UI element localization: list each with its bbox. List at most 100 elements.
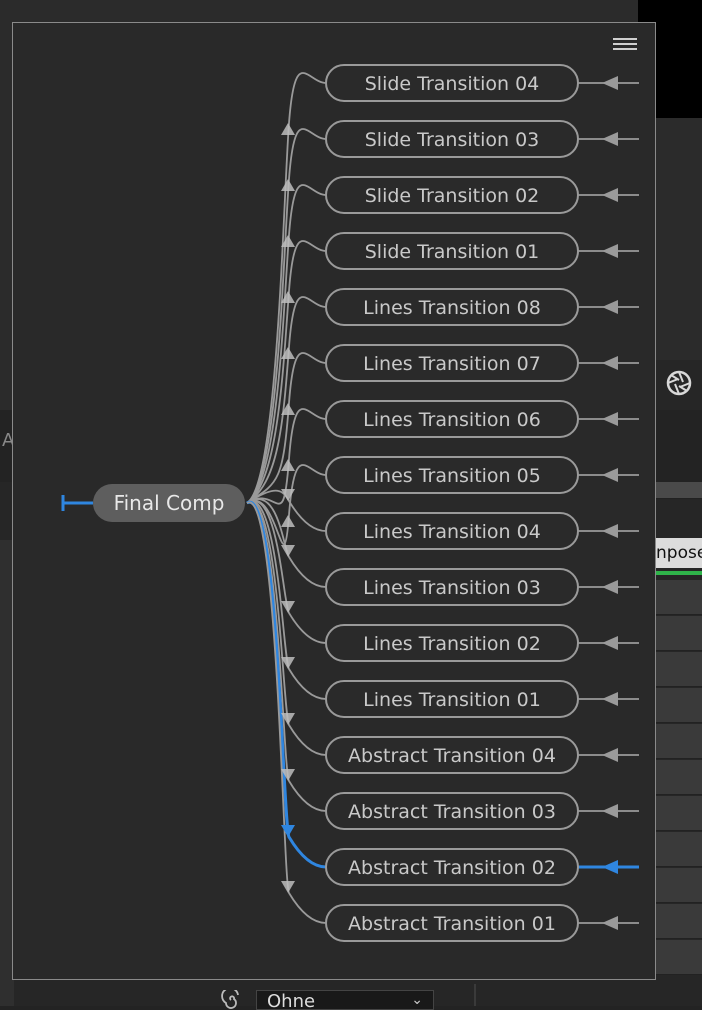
- root-node-label: Final Comp: [114, 491, 225, 515]
- flowchart-node[interactable]: Lines Transition 07: [325, 344, 579, 382]
- arrow-left-icon: [602, 580, 618, 594]
- node-outline: [325, 64, 579, 102]
- arrow-left-icon: [602, 300, 618, 314]
- arrow-left-icon: [602, 748, 618, 762]
- flowchart-node[interactable]: Abstract Transition 02: [325, 848, 579, 886]
- hamburger-menu-icon[interactable]: [611, 35, 639, 55]
- arrow-left-icon: [602, 524, 618, 538]
- edge-arrowhead: [281, 489, 295, 501]
- flowchart-node[interactable]: Abstract Transition 03: [325, 792, 579, 830]
- flowchart-canvas: Slide Transition 04 Slide Transition 03 Sl…: [61, 64, 639, 942]
- flowchart-edge: [246, 489, 327, 532]
- node-label: Lines Transition 07: [363, 353, 541, 375]
- arrow-left-icon: [602, 244, 618, 258]
- node-outline: [325, 120, 579, 158]
- flowchart-node[interactable]: Lines Transition 08: [325, 288, 579, 326]
- edge-arrowhead: [281, 881, 295, 893]
- arrow-left-icon: [602, 916, 618, 930]
- node-label: Slide Transition 02: [365, 185, 540, 207]
- arrow-left-icon: [602, 76, 618, 90]
- node-outline: [325, 232, 579, 270]
- node-label: Abstract Transition 01: [348, 913, 556, 935]
- node-outline: [325, 848, 579, 886]
- flowchart-node[interactable]: Slide Transition 03: [325, 120, 579, 158]
- node-outline: [325, 624, 579, 662]
- node-outline: [325, 792, 579, 830]
- blend-mode-value: Ohne: [267, 991, 316, 1010]
- arrow-left-icon: [602, 132, 618, 146]
- node-outline: [325, 736, 579, 774]
- spiral-icon[interactable]: [218, 990, 244, 1010]
- node-label: Abstract Transition 02: [348, 857, 556, 879]
- edge-arrowhead: [281, 657, 295, 669]
- arrow-left-icon: [602, 468, 618, 482]
- flowchart-node[interactable]: Lines Transition 05: [325, 456, 579, 494]
- node-label: Lines Transition 05: [363, 465, 541, 487]
- node-label: Lines Transition 06: [363, 409, 541, 431]
- node-label: Lines Transition 01: [363, 689, 541, 711]
- divider: [474, 984, 476, 1006]
- flowchart-node[interactable]: Slide Transition 02: [325, 176, 579, 214]
- node-outline: [325, 288, 579, 326]
- node-label: Slide Transition 04: [365, 73, 540, 95]
- flowchart-node[interactable]: Abstract Transition 04: [325, 736, 579, 774]
- chevron-down-icon: ⌄: [411, 992, 423, 1008]
- edge-arrowhead: [281, 291, 295, 303]
- edge-arrowhead: [281, 515, 295, 527]
- composition-tab[interactable]: npose: [652, 538, 702, 568]
- flowchart-edge: [246, 501, 327, 924]
- node-outline: [325, 512, 579, 550]
- arrow-left-icon: [602, 692, 618, 706]
- flowchart-edge: [246, 240, 327, 504]
- node-label: Lines Transition 03: [363, 577, 541, 599]
- flowchart-node[interactable]: Lines Transition 06: [325, 400, 579, 438]
- edge-arrowhead: [281, 601, 295, 613]
- shutter-icon[interactable]: [664, 368, 694, 398]
- node-outline: [325, 400, 579, 438]
- flowchart-node[interactable]: Lines Transition 03: [325, 568, 579, 606]
- flowchart-nodes: Slide Transition 04 Slide Transition 03 Sl…: [325, 64, 639, 942]
- node-label: Slide Transition 03: [365, 129, 540, 151]
- flowchart-node[interactable]: Abstract Transition 01: [325, 904, 579, 942]
- node-label: Lines Transition 08: [363, 297, 541, 319]
- arrow-left-icon: [602, 356, 618, 370]
- node-outline: [325, 456, 579, 494]
- root-node-box: [93, 484, 245, 522]
- node-outline: [325, 904, 579, 942]
- edge-arrowhead: [281, 545, 295, 557]
- node-outline: [325, 680, 579, 718]
- arrow-left-icon: [602, 188, 618, 202]
- arrow-left-icon: [602, 636, 618, 650]
- node-outline: [325, 176, 579, 214]
- flowchart-node[interactable]: Slide Transition 04: [325, 64, 579, 102]
- flowchart-edge: [246, 352, 327, 504]
- node-label: Lines Transition 02: [363, 633, 541, 655]
- blend-mode-select[interactable]: Ohne ⌄: [256, 990, 434, 1010]
- edge-arrowhead: [281, 825, 295, 837]
- flowchart-edge: [246, 72, 327, 504]
- edge-arrowhead: [281, 403, 295, 415]
- root-node-final-comp[interactable]: Final Comp: [61, 484, 245, 522]
- flowchart-edges: [246, 72, 327, 924]
- flowchart-node[interactable]: Lines Transition 04: [325, 512, 579, 550]
- edge-arrowhead: [281, 769, 295, 781]
- flowchart-node[interactable]: Lines Transition 01: [325, 680, 579, 718]
- flowchart-edge: [246, 500, 327, 700]
- flowchart-edge: [246, 408, 327, 505]
- timeline-left-rows: [0, 540, 14, 1006]
- node-outline: [325, 344, 579, 382]
- node-label: Abstract Transition 03: [348, 801, 556, 823]
- node-label: Lines Transition 04: [363, 521, 541, 543]
- flowchart-edge: [246, 464, 327, 545]
- flowchart-node[interactable]: Lines Transition 02: [325, 624, 579, 662]
- arrow-left-icon: [602, 860, 618, 874]
- flowchart-edge: [246, 501, 327, 756]
- flowchart-node[interactable]: Slide Transition 01: [325, 232, 579, 270]
- node-outline: [325, 568, 579, 606]
- edge-arrowhead: [281, 459, 295, 471]
- work-area-bar: [652, 571, 702, 575]
- edge-arrowhead: [281, 347, 295, 359]
- edge-arrowhead: [281, 713, 295, 725]
- node-label: Abstract Transition 04: [348, 745, 556, 767]
- flowchart-edge: [246, 501, 327, 869]
